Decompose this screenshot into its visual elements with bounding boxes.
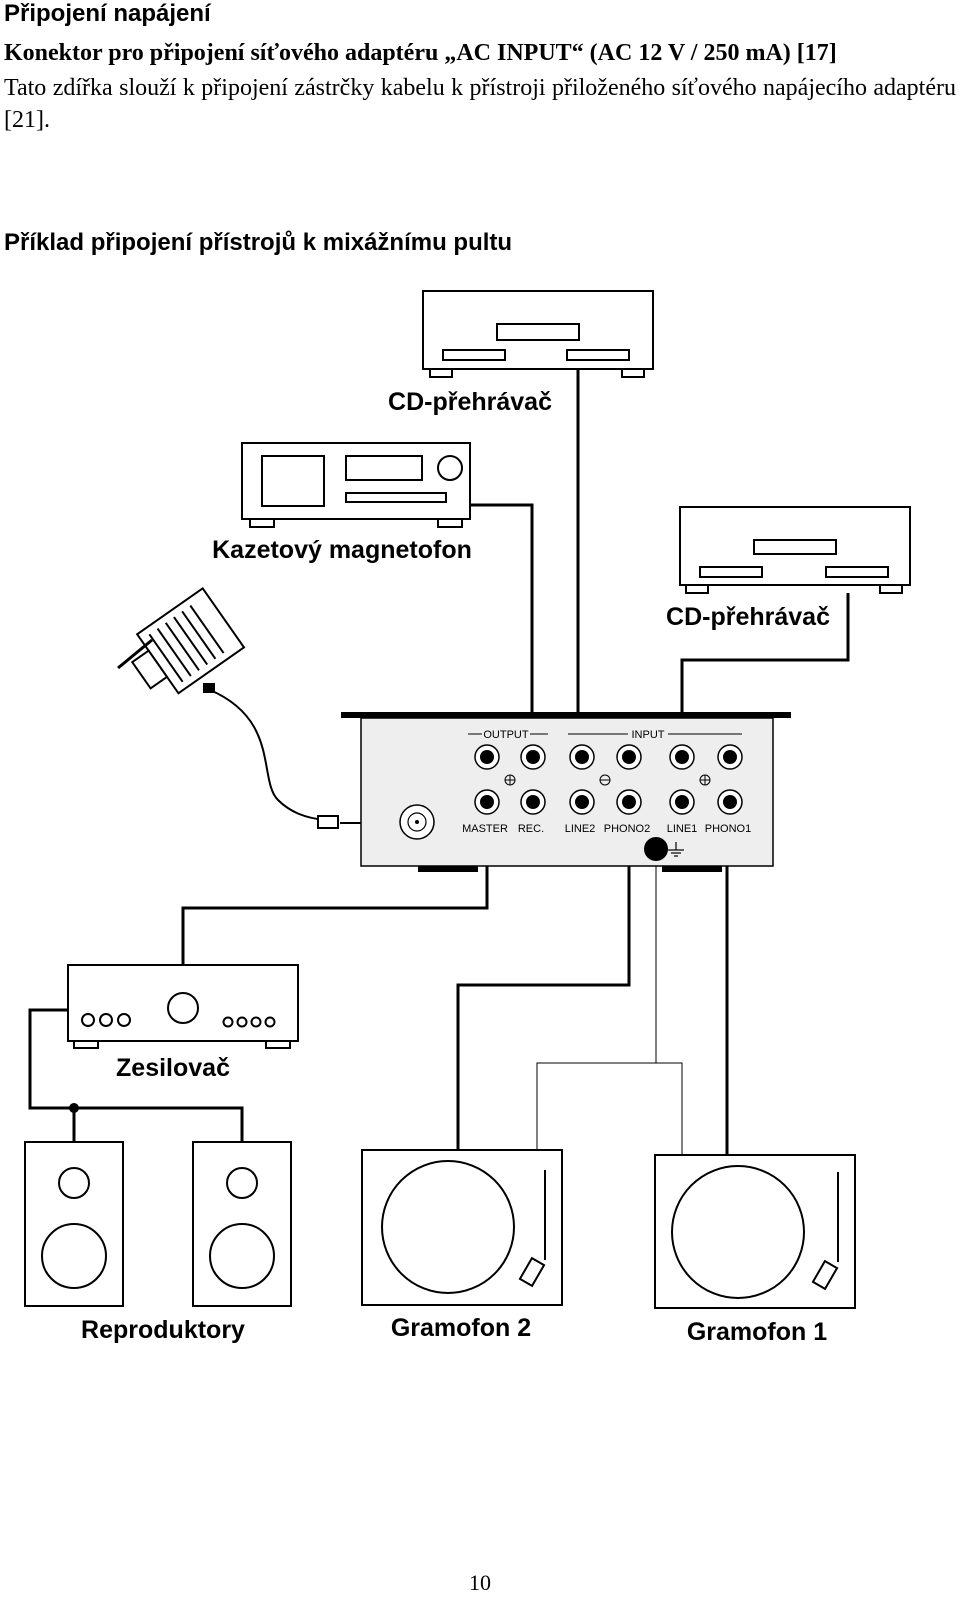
cable-speakers (28, 1008, 244, 1142)
cable-cassette (470, 503, 534, 755)
jack-label-phono2: PHONO2 (604, 823, 650, 835)
jack-label-line1: LINE1 (667, 823, 698, 835)
turntable-1 (654, 1154, 856, 1309)
input-label: INPUT (632, 729, 665, 741)
cd-player-top (422, 290, 654, 378)
turntable2-label: Gramofon 2 (391, 1314, 531, 1342)
jack-label-master: MASTER (462, 823, 508, 835)
cable-turntable2 (456, 805, 631, 1150)
amplifier (67, 964, 299, 1049)
connection-diagram: CD-přehrávač Kazetový magnetofon CD-přeh… (24, 290, 911, 1346)
turntable1-label: Gramofon 1 (687, 1318, 827, 1346)
section-title: Připojení napájení (4, 0, 211, 27)
speakers-label: Reproduktory (81, 1316, 245, 1344)
power-adapter (117, 586, 339, 829)
ground-terminal (644, 837, 668, 861)
example-title: Příklad připojení přístrojů k mixážnímu … (4, 229, 513, 256)
ground-icon (668, 842, 684, 857)
jack-label-rec: REC. (518, 823, 544, 835)
page-number: 10 (469, 1570, 491, 1595)
cable-cd-right (680, 593, 850, 755)
output-label: OUTPUT (483, 729, 529, 741)
cd-player-right (679, 506, 911, 594)
cassette-deck (241, 442, 471, 528)
cd-right-label: CD-přehrávač (666, 603, 830, 631)
jack-label-line2: LINE2 (565, 823, 596, 835)
connector-paragraph: Tato zdířka slouží k připojení zástrčky … (4, 75, 956, 133)
cd-top-label: CD-přehrávač (388, 388, 552, 416)
mixer-panel: OUTPUT INPUT MASTER REC. LINE2 PHON (341, 712, 791, 872)
turntable-2 (361, 1149, 563, 1306)
jack-label-phono1: PHONO1 (705, 823, 751, 835)
connector-heading: Konektor pro připojení síťového adaptéru… (4, 40, 837, 66)
speakers (24, 1141, 292, 1307)
amplifier-label: Zesilovač (116, 1054, 230, 1082)
cassette-label: Kazetový magnetofon (212, 536, 472, 564)
